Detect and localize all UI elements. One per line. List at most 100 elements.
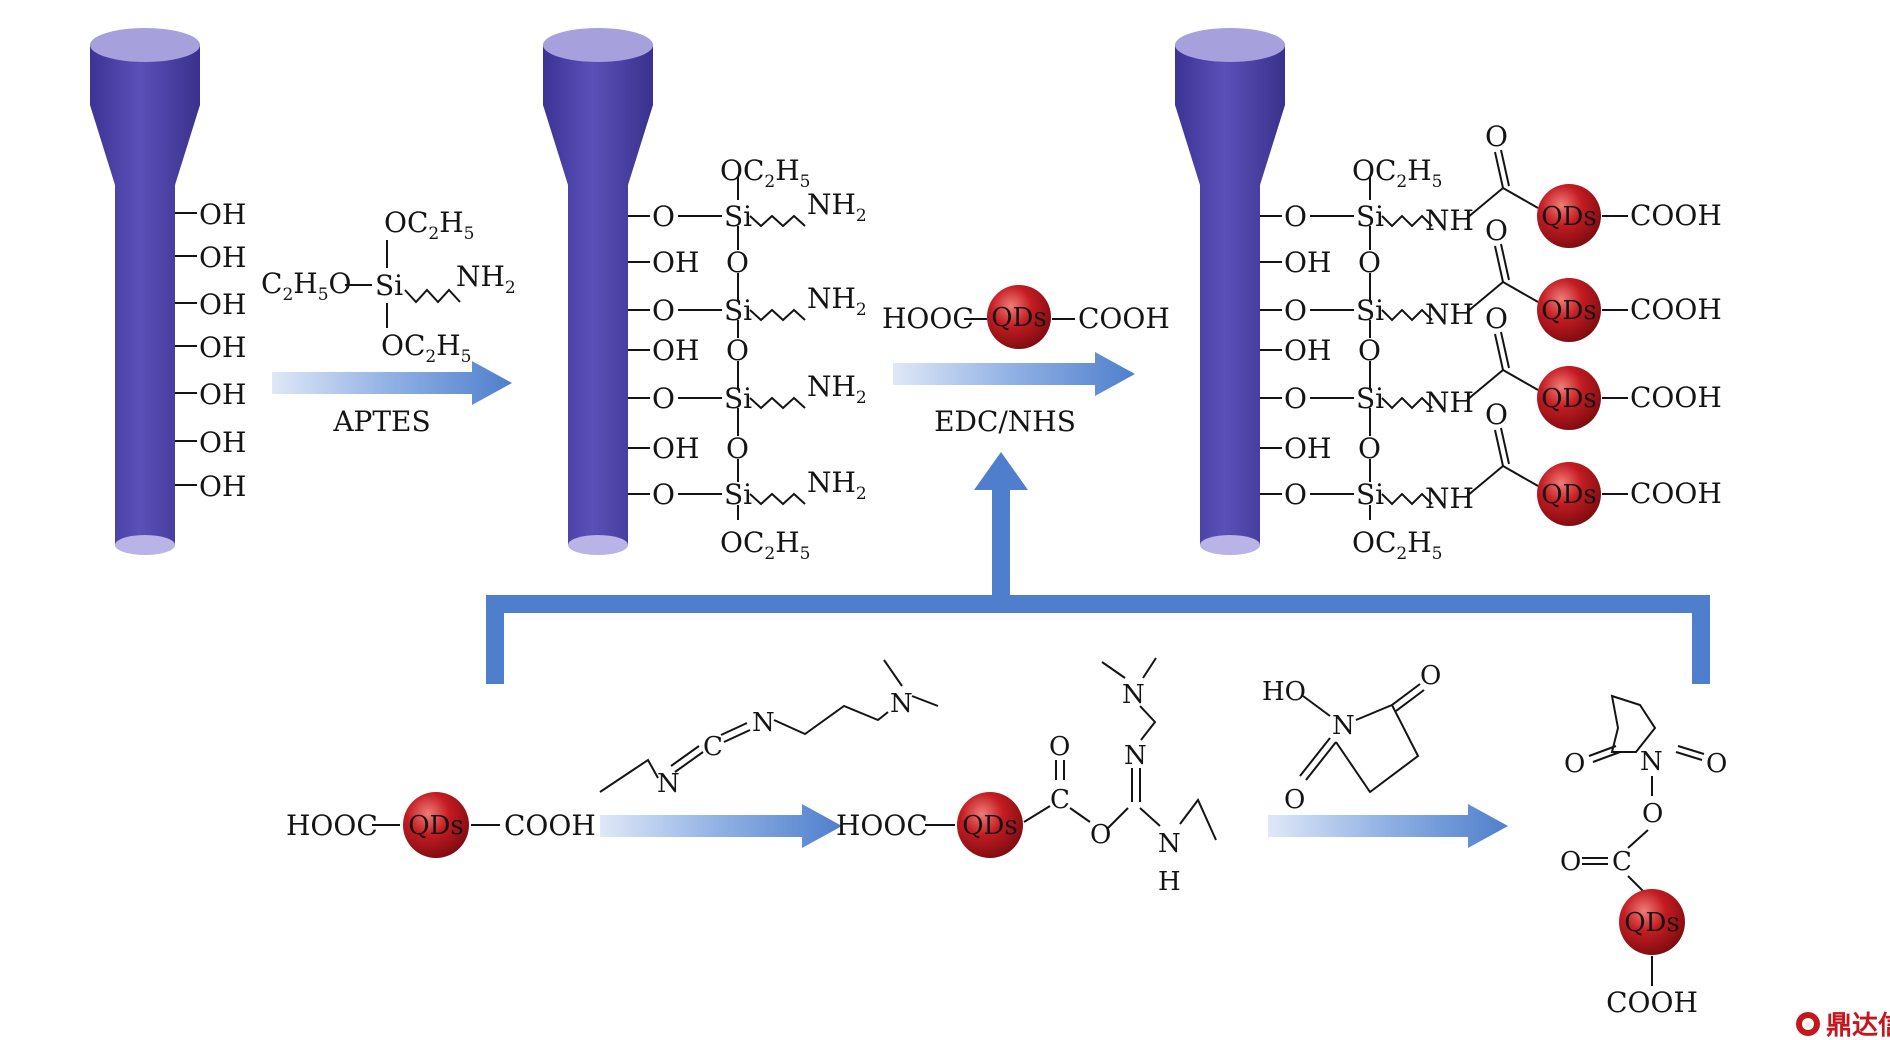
carbonyl-oxygen-label: O (1284, 785, 1305, 815)
hydroxyl-label: OH (1284, 334, 1331, 367)
amine-label: NH2 (807, 188, 867, 226)
arrow-aptes (272, 361, 512, 405)
subscript: 2 (505, 278, 516, 298)
subscript: 5 (461, 347, 472, 367)
hydroxyl-label: HO (1262, 677, 1306, 707)
aptes-ethoxy-left: C2H5O (261, 267, 351, 305)
formula-part: NH (807, 370, 856, 403)
cooh-label: COOH (1630, 199, 1722, 232)
carbonyl-bond (1494, 151, 1504, 189)
watermark: 鼎达信 (1796, 1011, 1890, 1040)
quantum-dot (403, 792, 469, 858)
hydroxyl-label: OH (199, 426, 246, 459)
quantum-dot (1537, 462, 1601, 526)
methyl-bond (911, 695, 939, 707)
alkyl-chain (749, 492, 806, 506)
nitrogen-label: N (1124, 741, 1147, 771)
qd-label: QDs (962, 811, 1018, 841)
quantum-dot (957, 792, 1023, 858)
carbodiimide-bond (720, 722, 748, 736)
cooh-label: COOH (504, 809, 596, 842)
bridge-oxygen-label: O (1358, 334, 1381, 367)
ether-oxygen-label: O (652, 294, 675, 327)
carbonyl-oxygen-label: O (1049, 732, 1070, 762)
bridge-oxygen-label: O (726, 432, 749, 465)
n-o-bond (1302, 695, 1331, 717)
ether-oxygen-label: O (1284, 382, 1307, 415)
bracket-connector (486, 595, 1710, 684)
methyl-bond (883, 659, 903, 687)
carbonyl-oxygen-label: O (1485, 398, 1508, 431)
cooh-label: COOH (1606, 986, 1698, 1019)
hydroxyl-label: OH (652, 432, 699, 465)
ether-oxygen-label: O (652, 478, 675, 511)
ether-oxygen-label: O (1284, 478, 1307, 511)
carbodiimide-bond (723, 729, 751, 743)
amine-label: NH2 (807, 466, 867, 504)
carbon-label: C (703, 732, 723, 762)
fiber-top-face (1175, 28, 1285, 62)
silicon-label: Si (724, 294, 752, 327)
silicon-label: Si (1356, 294, 1384, 327)
carbonyl-oxygen-label: O (1564, 749, 1585, 779)
amide-bond (1466, 369, 1504, 401)
logo-icon-inner (1802, 1018, 1814, 1030)
ester-oxygen-label: O (1090, 820, 1111, 850)
carbonyl-bond (1588, 745, 1617, 757)
subscript: 5 (464, 224, 475, 244)
watermark-text: 鼎达信 (1826, 1011, 1890, 1040)
subscript: 2 (425, 347, 436, 367)
ethoxy-top-label: OC2H5 (1352, 154, 1442, 192)
optical-fiber (543, 28, 653, 555)
subscript: 2 (282, 285, 293, 305)
carbonyl-oxygen-label: O (1560, 847, 1581, 877)
amide-nh-label: NH (1425, 482, 1474, 515)
formula-part: NH (807, 282, 856, 315)
fiber-body (543, 45, 653, 545)
nitrogen-label: N (657, 769, 680, 799)
silicon-label: Si (1356, 382, 1384, 415)
hooc-label: HOOC (882, 302, 974, 335)
ester-bond (1107, 807, 1129, 829)
amide-bond (1466, 465, 1504, 497)
fiber-top-face (90, 28, 200, 62)
aptes-amine-label: NH2 (456, 260, 516, 298)
quantum-dot (1619, 889, 1685, 955)
carbonyl-bond (1592, 751, 1621, 763)
formula-part: OC (720, 526, 764, 559)
bridge-oxygen-label: O (1358, 246, 1381, 279)
subscript: 2 (856, 484, 867, 504)
subscript: 5 (318, 285, 329, 305)
fiber-bottom-face (1200, 535, 1260, 555)
formula-part: NH (456, 260, 505, 293)
ether-oxygen-label: O (1284, 294, 1307, 327)
quantum-dot (1537, 184, 1601, 248)
arrow-edc (600, 804, 842, 848)
carbonyl-oxygen-label: O (1420, 661, 1441, 691)
ethoxy-bottom-label: OC2H5 (1352, 526, 1442, 564)
hydroxyl-label: OH (199, 241, 246, 274)
formula-part: OC (720, 154, 764, 187)
alkyl-chain (749, 308, 806, 322)
nitrogen-label: N (752, 708, 775, 738)
formula-part: NH (807, 466, 856, 499)
bridge-oxygen-label: O (726, 334, 749, 367)
hydroxyl-label: OH (199, 198, 246, 231)
quantum-dot (987, 285, 1051, 349)
fiber-body (90, 45, 200, 545)
arrow-edc-nhs (893, 352, 1135, 396)
bond-lines (175, 149, 1705, 986)
amide-bond (1502, 281, 1539, 303)
optical-fiber (1175, 28, 1285, 555)
hydroxyl-label: OH (199, 288, 246, 321)
alkyl-chain (1381, 396, 1433, 410)
arrow-nhs (1268, 804, 1508, 848)
qd-label: QDs (1541, 296, 1597, 326)
carbon-label: C (1050, 785, 1070, 815)
alkyl-chain (1139, 705, 1157, 741)
bridge-oxygen-label: O (726, 246, 749, 279)
carbonyl-bond (1677, 745, 1705, 755)
silicon-label: Si (1356, 200, 1384, 233)
